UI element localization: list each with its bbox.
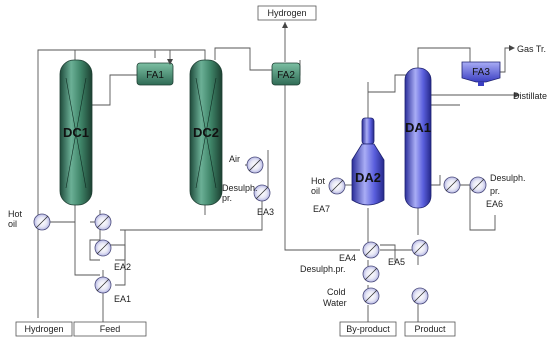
gas-tr-label: Gas Tr. <box>517 44 546 54</box>
hx-ea5[interactable] <box>411 239 429 257</box>
svg-text:Hydrogen: Hydrogen <box>267 8 306 18</box>
fa2-label: FA2 <box>277 70 295 81</box>
hx-product-cooler[interactable] <box>411 287 429 305</box>
hx-dc1-bottom[interactable] <box>94 213 112 231</box>
svg-text:Hydrogen: Hydrogen <box>24 324 63 334</box>
dc2-label: DC2 <box>193 125 219 140</box>
hot-oil-right-label-2: oil <box>311 186 320 196</box>
hx-desulph-bottom[interactable] <box>362 265 380 283</box>
desulph-left-label-2: pr. <box>222 193 232 203</box>
hx-ea4[interactable] <box>362 241 380 259</box>
stream-feed: Feed <box>73 321 147 337</box>
desulph-right-label-1: Desulph. <box>490 173 526 183</box>
desulph-left-label-1: Desulph. <box>222 183 258 193</box>
arrowheads <box>167 22 520 98</box>
ea4-label: EA4 <box>339 253 356 263</box>
desulph-right-label-2: pr. <box>490 186 500 196</box>
hx-ea2[interactable] <box>94 239 112 257</box>
reactor-dc1[interactable]: DC1 <box>59 59 93 206</box>
drum-fa2[interactable]: FA2 <box>271 62 301 86</box>
hx-ea7[interactable] <box>328 177 346 195</box>
annotations: Gas Tr. Distillate Air Desulph. pr. EA3 … <box>8 44 547 308</box>
hx-reboiler-da1[interactable] <box>443 176 461 194</box>
piping <box>37 22 515 322</box>
hx-cold-water[interactable] <box>362 287 380 305</box>
ea1-label: EA1 <box>114 294 131 304</box>
hx-ea1[interactable] <box>94 276 112 294</box>
column-da1[interactable]: DA1 <box>404 67 432 209</box>
svg-text:Product: Product <box>414 324 446 334</box>
dc1-label: DC1 <box>63 125 89 140</box>
cold-label-2: Water <box>323 298 347 308</box>
svg-text:Feed: Feed <box>100 324 121 334</box>
da2-label: DA2 <box>355 170 381 185</box>
ea6-label: EA6 <box>486 199 503 209</box>
fa3-label: FA3 <box>472 67 490 78</box>
distillate-label: Distillate <box>513 91 547 101</box>
stream-hydrogen-top: Hydrogen <box>257 5 317 21</box>
hot-oil-left-label-2: oil <box>8 219 17 229</box>
svg-text:By-product: By-product <box>346 324 390 334</box>
fa1-label: FA1 <box>146 70 164 81</box>
heat-exchangers <box>33 156 487 305</box>
air-label: Air <box>229 154 240 164</box>
stream-product: Product <box>404 321 456 337</box>
column-da2[interactable]: DA2 <box>351 117 385 206</box>
drum-fa1[interactable]: FA1 <box>136 62 174 86</box>
ea2-label: EA2 <box>114 262 131 272</box>
hot-oil-right-label-1: Hot <box>311 176 326 186</box>
desulph-bottom-label: Desulph.pr. <box>300 264 346 274</box>
cold-label-1: Cold <box>327 287 346 297</box>
stream-by-product: By-product <box>339 321 397 337</box>
ea7-label: EA7 <box>313 204 330 214</box>
ea5-label: EA5 <box>388 257 405 267</box>
ea3-label: EA3 <box>257 207 274 217</box>
hot-oil-left-label-1: Hot <box>8 209 23 219</box>
hx-ea6[interactable] <box>469 176 487 194</box>
da1-label: DA1 <box>405 120 431 135</box>
stream-hydrogen-bottom: Hydrogen <box>15 321 73 337</box>
hx-ea3[interactable] <box>253 184 271 202</box>
reactor-dc2[interactable]: DC2 <box>189 59 223 206</box>
hx-air[interactable] <box>246 156 264 174</box>
hx-hot-oil-left[interactable] <box>33 213 51 231</box>
drum-fa3[interactable]: FA3 <box>461 61 501 86</box>
